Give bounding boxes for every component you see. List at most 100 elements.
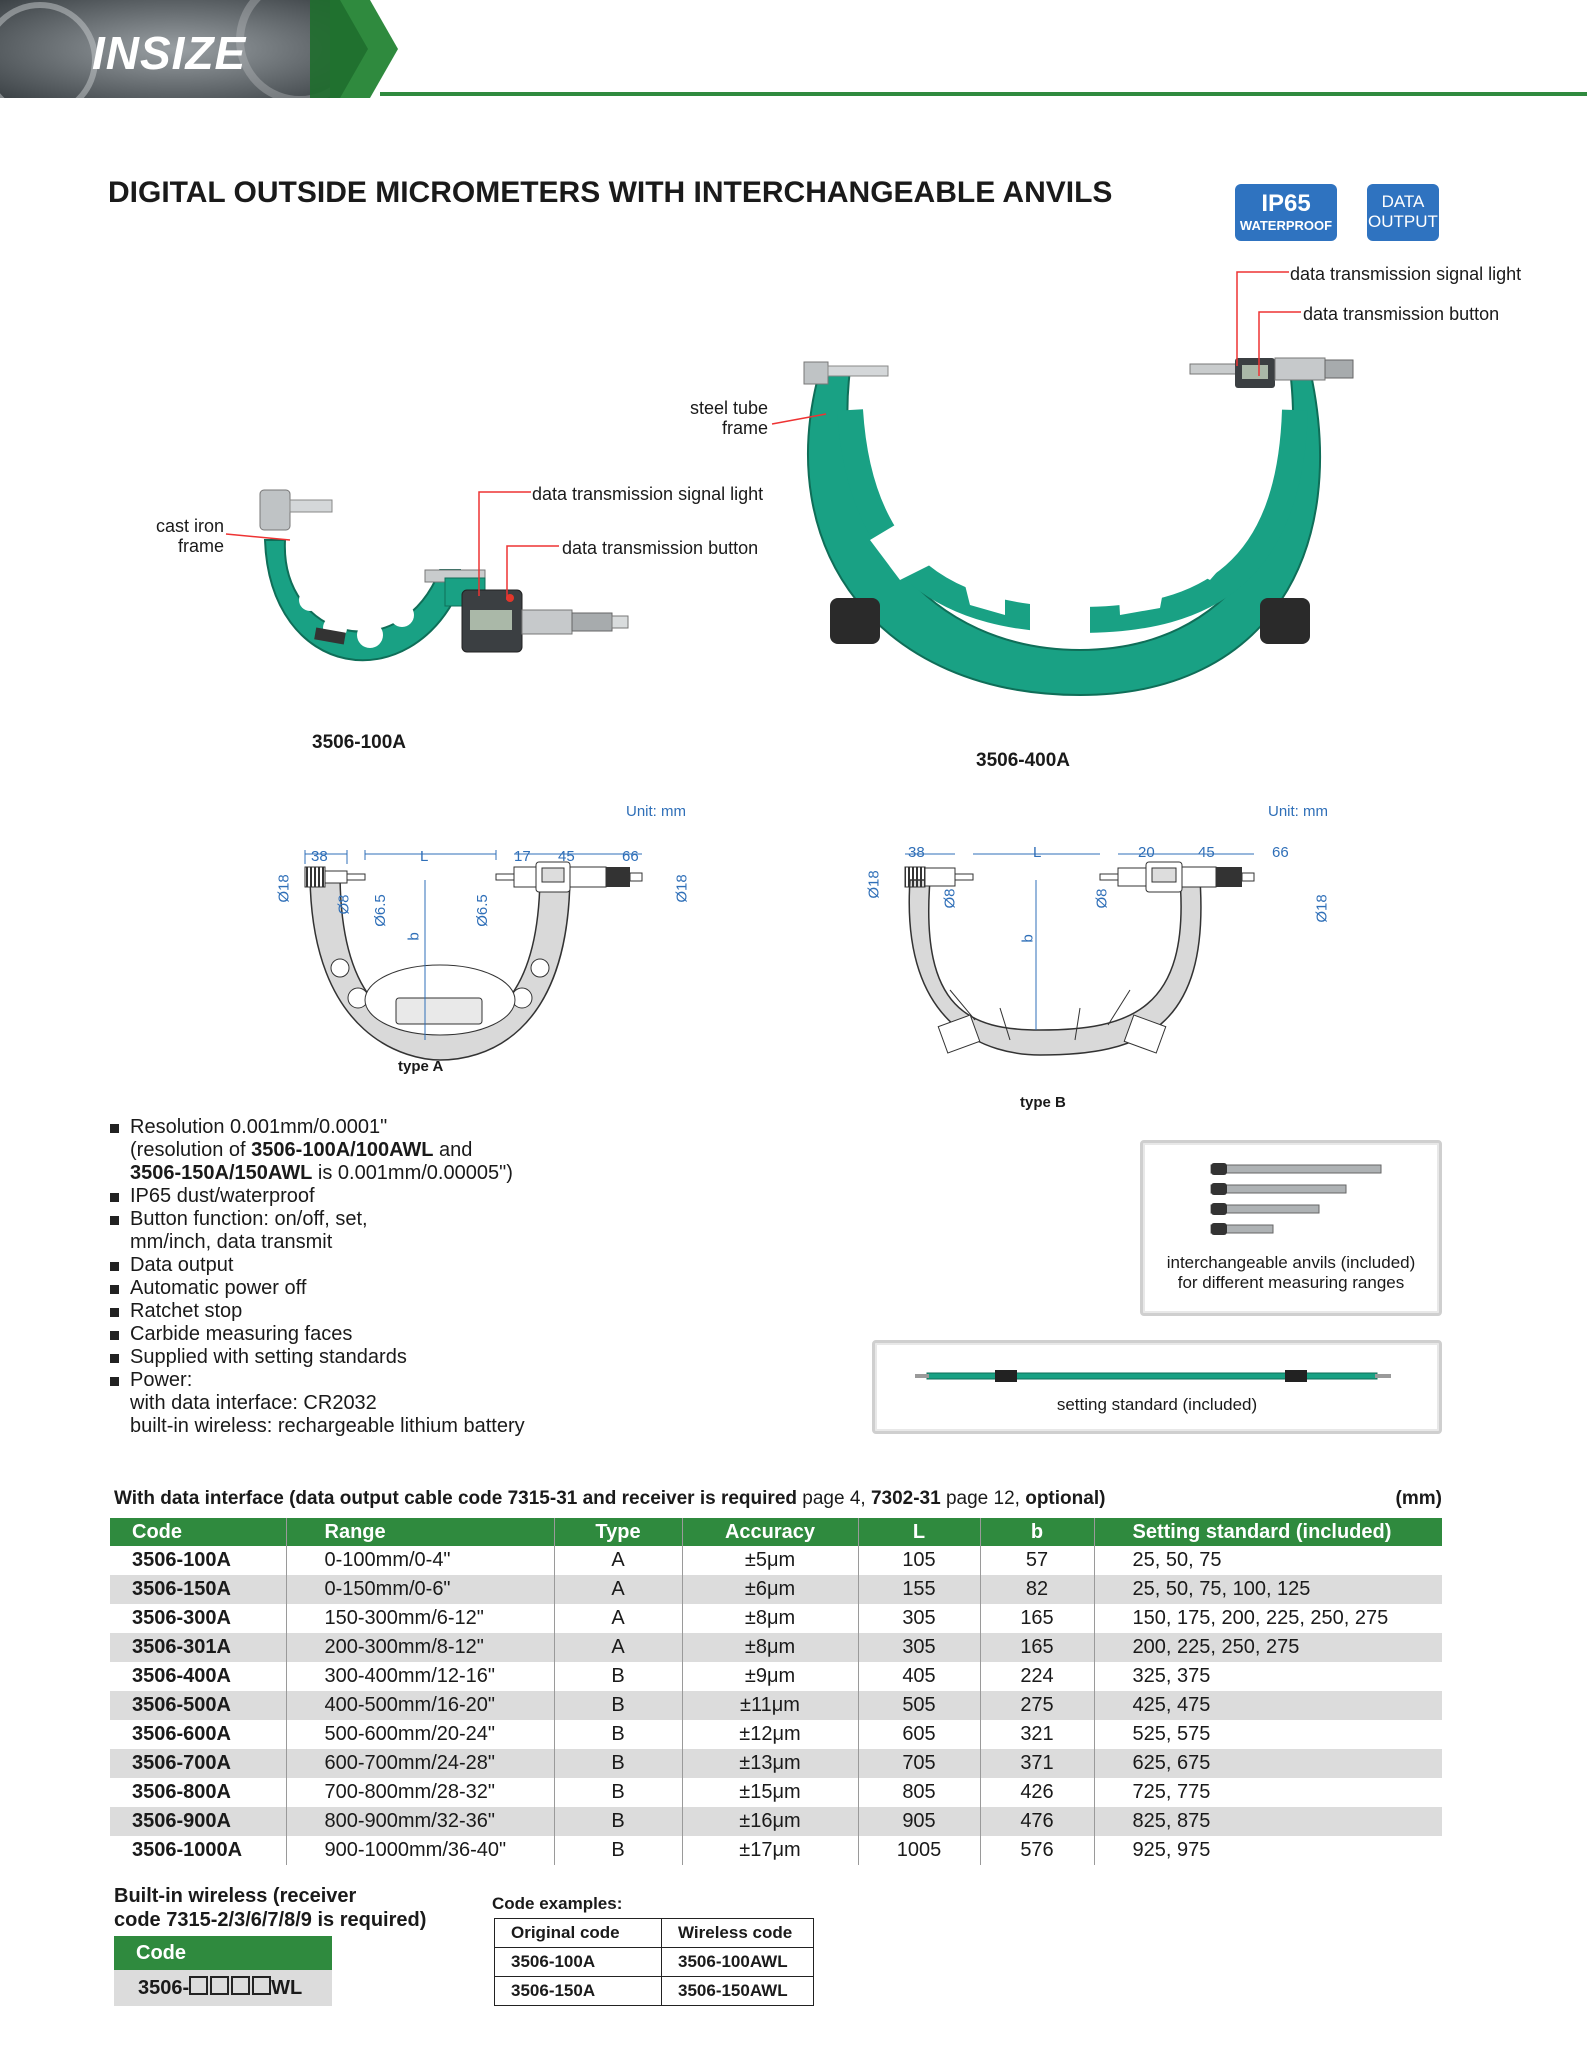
dim-a-b: b: [405, 932, 423, 941]
ce-row2-wireless: 3506-150AWL: [661, 1976, 814, 2006]
caption-unit: (mm): [1395, 1488, 1442, 1509]
note1-a: (resolution of: [130, 1139, 252, 1161]
anvils-caption-1: interchangeable anvils (included): [1166, 1253, 1416, 1272]
feature-resolution: Resolution 0.001mm/0.0001": [108, 1116, 628, 1139]
cell-setting: 825, 875: [1093, 1807, 1442, 1836]
cell-type: A: [553, 1575, 682, 1604]
caption-d: page 12,: [940, 1488, 1026, 1509]
cell-b: 275: [979, 1691, 1094, 1720]
unit-label-a: Unit: mm: [626, 803, 686, 820]
header-band: [0, 0, 1587, 98]
cell-range: 600-700mm/24-28": [285, 1749, 554, 1778]
cell-code: 3506-100A: [110, 1546, 286, 1575]
cell-type: B: [553, 1836, 682, 1865]
setting-standard-box: setting standard (included): [872, 1340, 1442, 1434]
cell-l: 155: [857, 1575, 980, 1604]
ce-header-original: Original code: [494, 1918, 662, 1948]
dim-b-45: 45: [1198, 844, 1215, 861]
dim-a-phi65a: Ø6.5: [371, 894, 389, 927]
cell-setting: 925, 975: [1093, 1836, 1442, 1865]
cell-range: 0-100mm/0-4": [285, 1546, 554, 1575]
table-caption: With data interface (data output cable c…: [114, 1488, 1442, 1510]
button-leader-right: [1258, 311, 1301, 376]
code-examples-header: Original code Wireless code: [494, 1918, 814, 1948]
dim-b-38: 38: [908, 844, 925, 861]
dim-b-phi8b: Ø8: [1093, 888, 1111, 909]
micrometer-400a-photo: [803, 357, 1354, 697]
cell-accuracy: ±9μm: [681, 1662, 858, 1691]
spec-table: Code Range Type Accuracy L b Setting sta…: [110, 1518, 1442, 1865]
cell-l: 305: [857, 1604, 980, 1633]
caption-b: page 4,: [797, 1488, 871, 1509]
cell-l: 105: [857, 1546, 980, 1575]
wireless-code-header: Code: [114, 1936, 332, 1970]
dim-a-phi65b: Ø6.5: [473, 894, 491, 927]
micrometer-100a-photo: [259, 489, 629, 662]
cell-code: 3506-800A: [110, 1778, 286, 1807]
feature-carbide: Carbide measuring faces: [108, 1323, 628, 1346]
ce-row1-original: 3506-100A: [494, 1947, 662, 1977]
wireless-title: Built-in wireless (receiver code 7315-2/…: [114, 1884, 426, 1932]
cell-type: B: [553, 1662, 682, 1691]
feature-button-sub: mm/inch, data transmit: [130, 1231, 333, 1253]
type-b-label: type B: [1020, 1094, 1066, 1111]
cell-accuracy: ±16μm: [681, 1807, 858, 1836]
dim-a-38: 38: [311, 848, 328, 865]
dim-b-66: 66: [1272, 844, 1289, 861]
cast-iron-line2: frame: [177, 536, 224, 556]
cell-range: 200-300mm/8-12": [285, 1633, 554, 1662]
caption-a: With data interface (data output cable c…: [114, 1488, 797, 1509]
caption-c: 7302-31: [870, 1488, 941, 1509]
th-accuracy: Accuracy: [681, 1518, 858, 1546]
cell-code: 3506-900A: [110, 1807, 286, 1836]
code-examples-title: Code examples:: [492, 1894, 623, 1913]
dim-b-phi18b: Ø18: [1313, 894, 1331, 923]
cell-accuracy: ±8μm: [681, 1604, 858, 1633]
feature-power-sub1: with data interface: CR2032: [130, 1392, 377, 1414]
cell-setting: 425, 475: [1093, 1691, 1442, 1720]
feature-auto-off: Automatic power off: [108, 1277, 628, 1300]
cell-b: 576: [979, 1836, 1094, 1865]
steel-tube-line2: frame: [721, 418, 768, 438]
feature-power: Power:: [108, 1369, 628, 1392]
dim-a-phi18a: Ø18: [275, 874, 293, 903]
dim-a-L: L: [420, 848, 429, 865]
signal-light-callout-left: data transmission signal light: [532, 484, 764, 504]
cell-range: 500-600mm/20-24": [285, 1720, 554, 1749]
dim-a-phi8: Ø8: [335, 894, 353, 915]
cell-code: 3506-301A: [110, 1633, 286, 1662]
cell-accuracy: ±11μm: [681, 1691, 858, 1720]
th-code: Code: [110, 1518, 286, 1546]
cell-accuracy: ±17μm: [681, 1836, 858, 1865]
cell-l: 805: [857, 1778, 980, 1807]
cell-type: B: [553, 1691, 682, 1720]
cell-range: 300-400mm/12-16": [285, 1662, 554, 1691]
feature-resolution-text: Resolution 0.001mm/0.0001": [130, 1116, 388, 1138]
signal-light-leader-right: [1236, 271, 1289, 366]
dim-b-phi8a: Ø8: [941, 888, 959, 909]
cell-b: 321: [979, 1720, 1094, 1749]
cell-code: 3506-150A: [110, 1575, 286, 1604]
cell-setting: 525, 575: [1093, 1720, 1442, 1749]
signal-light-leader-left: [478, 491, 531, 596]
code-examples-row: 3506-100A 3506-100AWL: [494, 1947, 814, 1977]
table-header-row: Code Range Type Accuracy L b Setting sta…: [110, 1518, 1442, 1546]
feature-power-sub2: built-in wireless: rechargeable lithium …: [130, 1415, 525, 1437]
cell-l: 905: [857, 1807, 980, 1836]
note2-b: is 0.001mm/0.00005"): [312, 1162, 513, 1184]
cell-b: 165: [979, 1633, 1094, 1662]
model-label-400a: 3506-400A: [976, 750, 1071, 771]
cell-l: 705: [857, 1749, 980, 1778]
cell-accuracy: ±13μm: [681, 1749, 858, 1778]
type-a-label: type A: [398, 1058, 444, 1075]
cell-range: 400-500mm/16-20": [285, 1691, 554, 1720]
dim-a-66: 66: [622, 848, 639, 865]
ce-row2-original: 3506-150A: [494, 1976, 662, 2006]
cell-code: 3506-500A: [110, 1691, 286, 1720]
cell-range: 900-1000mm/36-40": [285, 1836, 554, 1865]
